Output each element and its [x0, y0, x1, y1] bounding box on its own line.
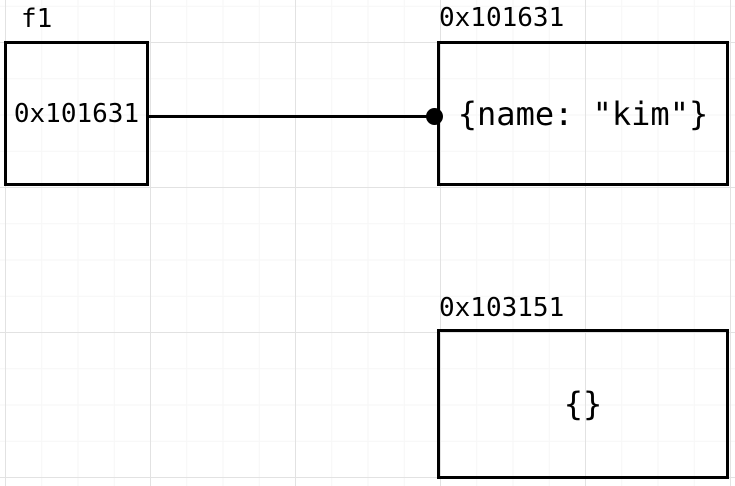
node-value-object-empty: {}: [563, 385, 603, 423]
node-value-object-kim: {name: "kim"}: [457, 94, 709, 133]
node-variable-f1[interactable]: 0x101631: [4, 41, 149, 186]
node-label-object-empty: 0x103151: [439, 293, 565, 323]
pointer-edge[interactable]: [148, 115, 436, 118]
node-object-empty[interactable]: {}: [437, 329, 729, 479]
node-label-f1: f1: [21, 4, 53, 34]
node-value-pointer: 0x101631: [13, 98, 140, 129]
node-label-object-kim: 0x101631: [439, 3, 565, 33]
node-object-kim[interactable]: {name: "kim"}: [437, 41, 729, 186]
